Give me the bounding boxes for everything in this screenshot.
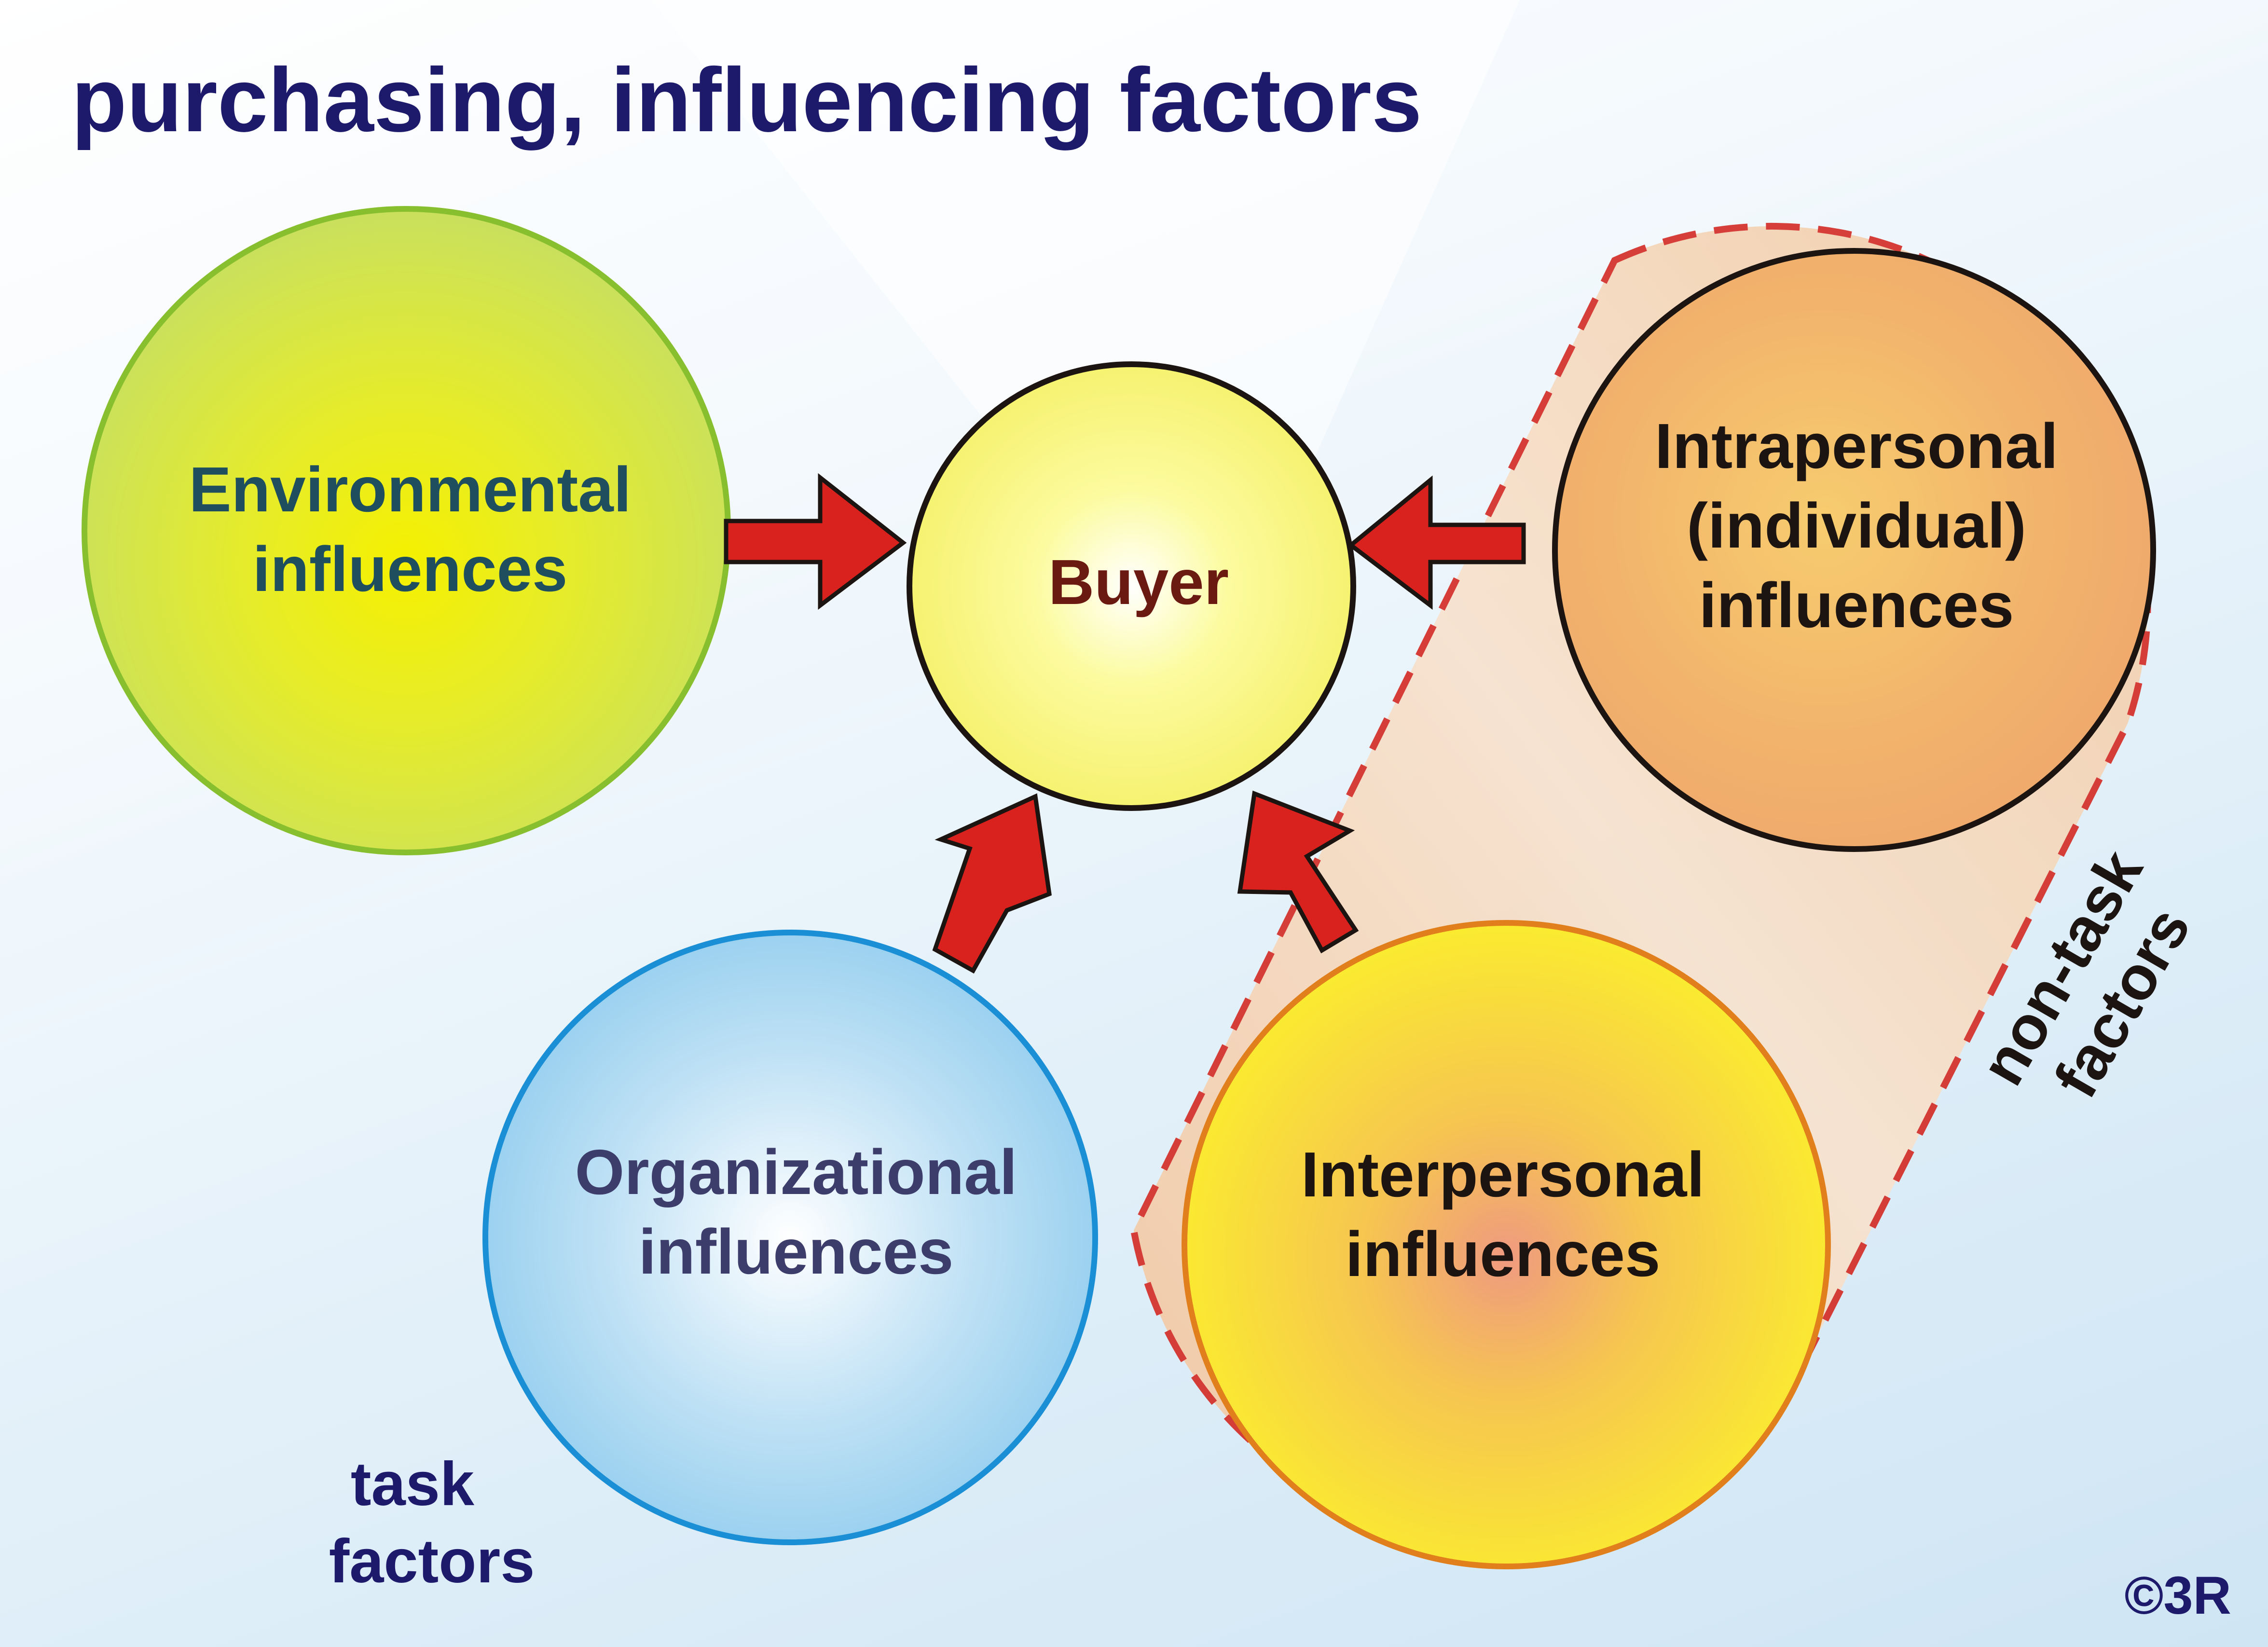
organizational-label-line1: Organizational bbox=[575, 1137, 1017, 1208]
interpersonal-influences-node: Interpersonal influences bbox=[1182, 920, 1831, 1569]
task-factors-label-line2: factors bbox=[329, 1527, 535, 1596]
buyer-label: Buyer bbox=[1048, 547, 1229, 618]
task-factors-label-line1: task bbox=[351, 1450, 475, 1519]
arrow-interpersonal-to-buyer bbox=[1237, 790, 1359, 954]
organizational-influences-node: Organizational influences bbox=[482, 930, 1098, 1545]
page-title: purchasing, influencing factors bbox=[71, 49, 1422, 151]
buyer-node: Buyer bbox=[907, 361, 1356, 811]
intrapersonal-label-line1: Intrapersonal bbox=[1655, 411, 2058, 481]
environmental-label-line2: influences bbox=[253, 534, 568, 604]
arrow-organizational-to-buyer bbox=[932, 793, 1052, 974]
arrow-environmental-to-buyer bbox=[724, 473, 907, 610]
organizational-label-line2: influences bbox=[639, 1216, 954, 1287]
interpersonal-label-line1: Interpersonal bbox=[1301, 1139, 1704, 1210]
copyright-mark: ©3R bbox=[2124, 1566, 2231, 1625]
environmental-label-line1: Environmental bbox=[189, 454, 632, 525]
arrow-intrapersonal-to-buyer bbox=[1347, 475, 1526, 610]
environmental-influences-node: Environmental influences bbox=[82, 206, 731, 855]
intrapersonal-influences-node: Intrapersonal (individual) influences bbox=[1552, 248, 2156, 852]
background-ray bbox=[651, 0, 1520, 700]
interpersonal-label-line2: influences bbox=[1346, 1219, 1661, 1290]
intrapersonal-label-line3: influences bbox=[1699, 570, 2014, 641]
intrapersonal-label-line2: (individual) bbox=[1687, 490, 2026, 561]
